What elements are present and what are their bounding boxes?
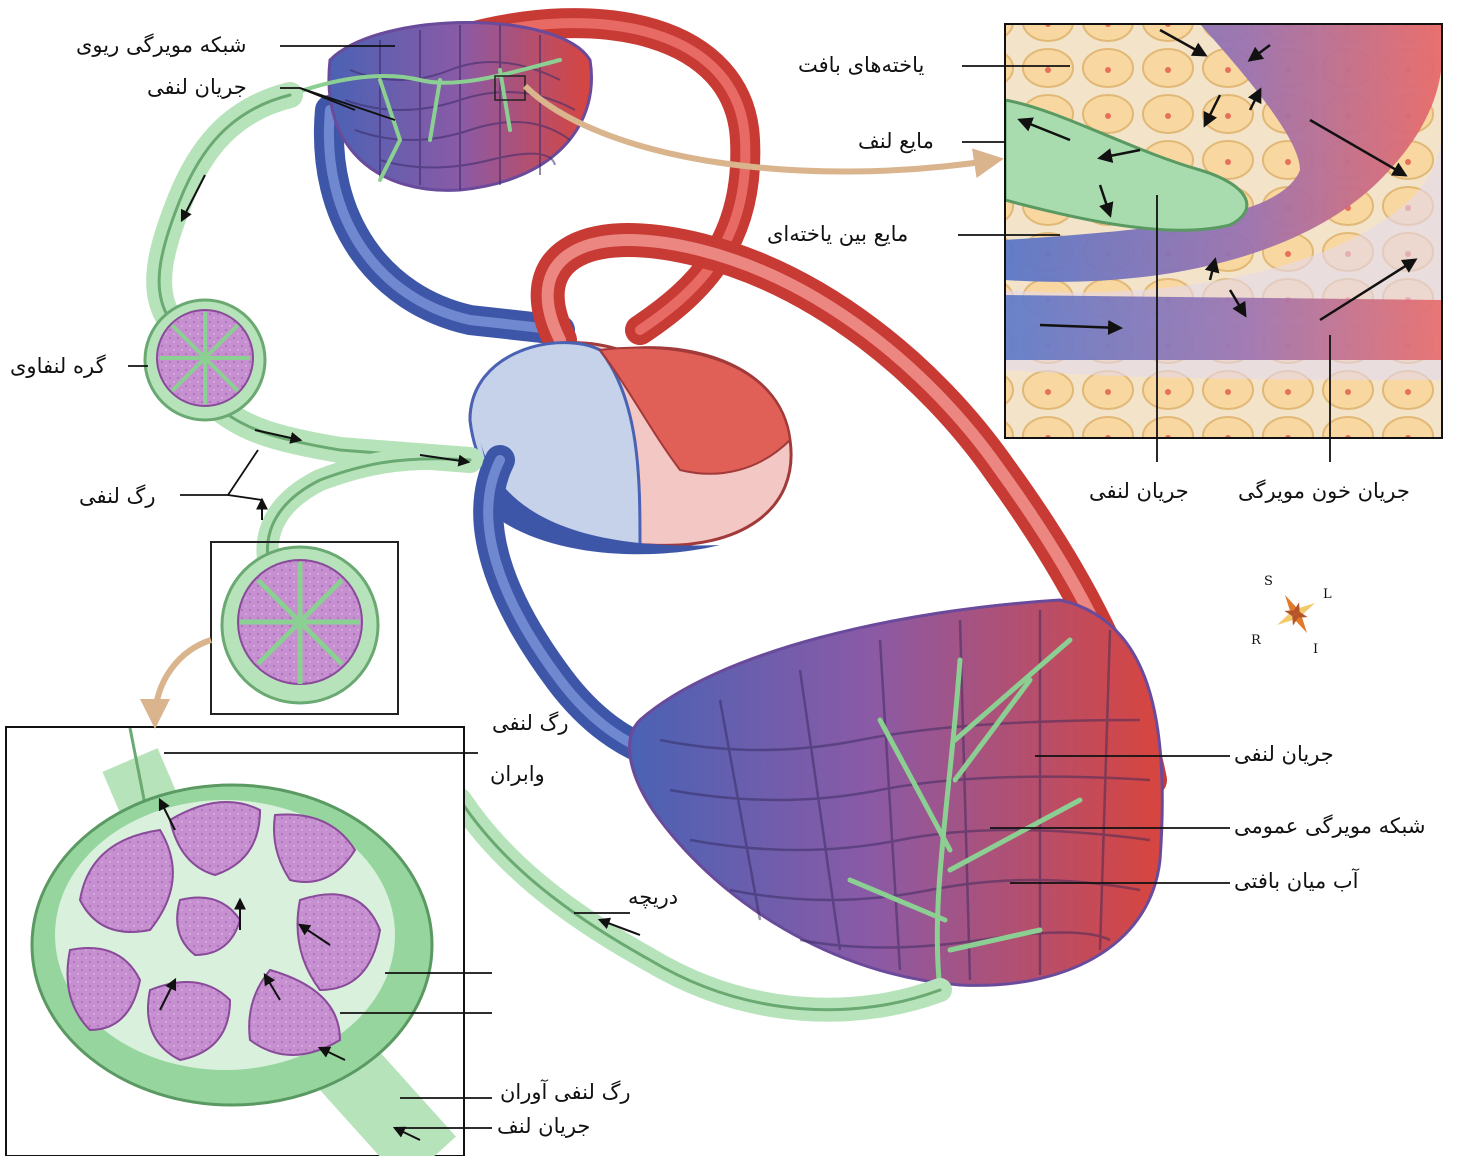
label-interstitial-water: آب میان بافتی bbox=[1234, 871, 1358, 892]
label-tissue-cells: یاخته‌های بافت bbox=[798, 55, 924, 76]
label-lymph-fluid: مایع لنف bbox=[858, 131, 934, 152]
label-afferent-lymph-vessel: رگ لنفی آوران bbox=[500, 1082, 631, 1103]
label-efferent-line1: رگ لنفی bbox=[492, 713, 568, 734]
lymph-node-upper bbox=[145, 300, 265, 420]
label-interstitial-fluid: مایع بین یاخته‌ای bbox=[767, 224, 908, 245]
label-efferent-line2: وابران bbox=[490, 764, 545, 785]
label-systemic-capillary-network: شبکه مویرگی عمومی bbox=[1234, 816, 1425, 837]
compass-rose-icon bbox=[1275, 593, 1317, 635]
label-lymph-flow-bottom: جریان لنف bbox=[497, 1116, 590, 1137]
compass-label-r: R bbox=[1251, 634, 1261, 647]
lymph-node-inset bbox=[6, 727, 464, 1156]
label-lymph-vessel: رگ لنفی bbox=[79, 486, 155, 507]
label-lymph-flow-right: جریان لنفی bbox=[1234, 744, 1334, 765]
label-lymph-flow-inset: جریان لنفی bbox=[1089, 481, 1189, 502]
label-pulmonary-capillary-network: شبکه مویرگی ریوی bbox=[76, 35, 246, 56]
label-valve: دریچه bbox=[628, 887, 678, 908]
pulmonary-circuit bbox=[290, 23, 745, 331]
label-lymph-node: گره لنفاوی bbox=[10, 356, 106, 377]
compass-label-l: L bbox=[1323, 588, 1332, 601]
label-lymph-flow-top: جریان لنفی bbox=[147, 77, 247, 98]
tissue-inset bbox=[1005, 24, 1442, 438]
compass-label-i: I bbox=[1313, 643, 1318, 656]
systemic-capillary-bed bbox=[630, 600, 1163, 990]
label-capillary-blood-flow: جریان خون مویرگی bbox=[1238, 481, 1410, 502]
lymph-node-lower bbox=[211, 542, 398, 714]
compass-label-s: S bbox=[1264, 575, 1273, 588]
